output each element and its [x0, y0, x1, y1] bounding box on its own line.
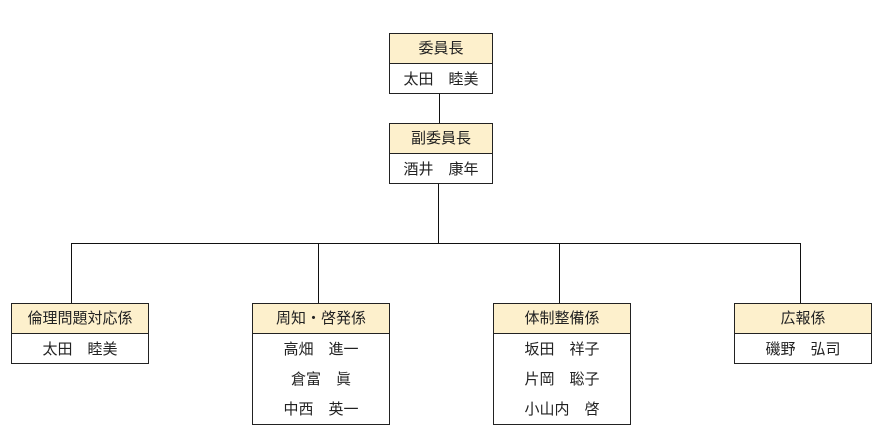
connector-horizontal-bus [71, 243, 801, 244]
member-name: 太田 睦美 [403, 70, 479, 88]
member-name: 片岡 聡子 [524, 370, 600, 388]
vice-chair-title: 副委員長 [390, 124, 492, 154]
member-name: 太田 睦美 [42, 340, 118, 358]
group-members: 磯野 弘司 [735, 334, 871, 364]
group-title: 倫理問題対応係 [12, 304, 148, 334]
connector-chair-vice [439, 93, 440, 123]
group-members: 坂田 祥子 片岡 聡子 小山内 啓 [494, 334, 630, 424]
group-title: 周知・啓発係 [253, 304, 389, 334]
member-name: 坂田 祥子 [524, 340, 600, 358]
connector-drop-pr [800, 243, 801, 303]
connector-drop-system [559, 243, 560, 303]
chair-box: 委員長 太田 睦美 [389, 33, 493, 94]
group-box-awareness: 周知・啓発係 高畑 進一 倉富 眞 中西 英一 [252, 303, 390, 425]
group-title: 体制整備係 [494, 304, 630, 334]
member-name: 磯野 弘司 [765, 340, 841, 358]
group-title: 広報係 [735, 304, 871, 334]
member-name: 小山内 啓 [524, 400, 600, 418]
group-members: 高畑 進一 倉富 眞 中西 英一 [253, 334, 389, 424]
vice-chair-members: 酒井 康年 [390, 154, 492, 184]
group-box-pr: 広報係 磯野 弘司 [734, 303, 872, 364]
chair-members: 太田 睦美 [390, 64, 492, 94]
connector-drop-awareness [318, 243, 319, 303]
group-box-system: 体制整備係 坂田 祥子 片岡 聡子 小山内 啓 [493, 303, 631, 425]
member-name: 酒井 康年 [403, 160, 479, 178]
chair-title: 委員長 [390, 34, 492, 64]
member-name: 高畑 進一 [283, 340, 359, 358]
vice-chair-box: 副委員長 酒井 康年 [389, 123, 493, 184]
connector-drop-ethics [71, 243, 72, 303]
member-name: 倉富 眞 [290, 370, 351, 388]
member-name: 中西 英一 [283, 400, 359, 418]
group-members: 太田 睦美 [12, 334, 148, 364]
connector-vice-bus [438, 183, 439, 244]
group-box-ethics: 倫理問題対応係 太田 睦美 [11, 303, 149, 364]
